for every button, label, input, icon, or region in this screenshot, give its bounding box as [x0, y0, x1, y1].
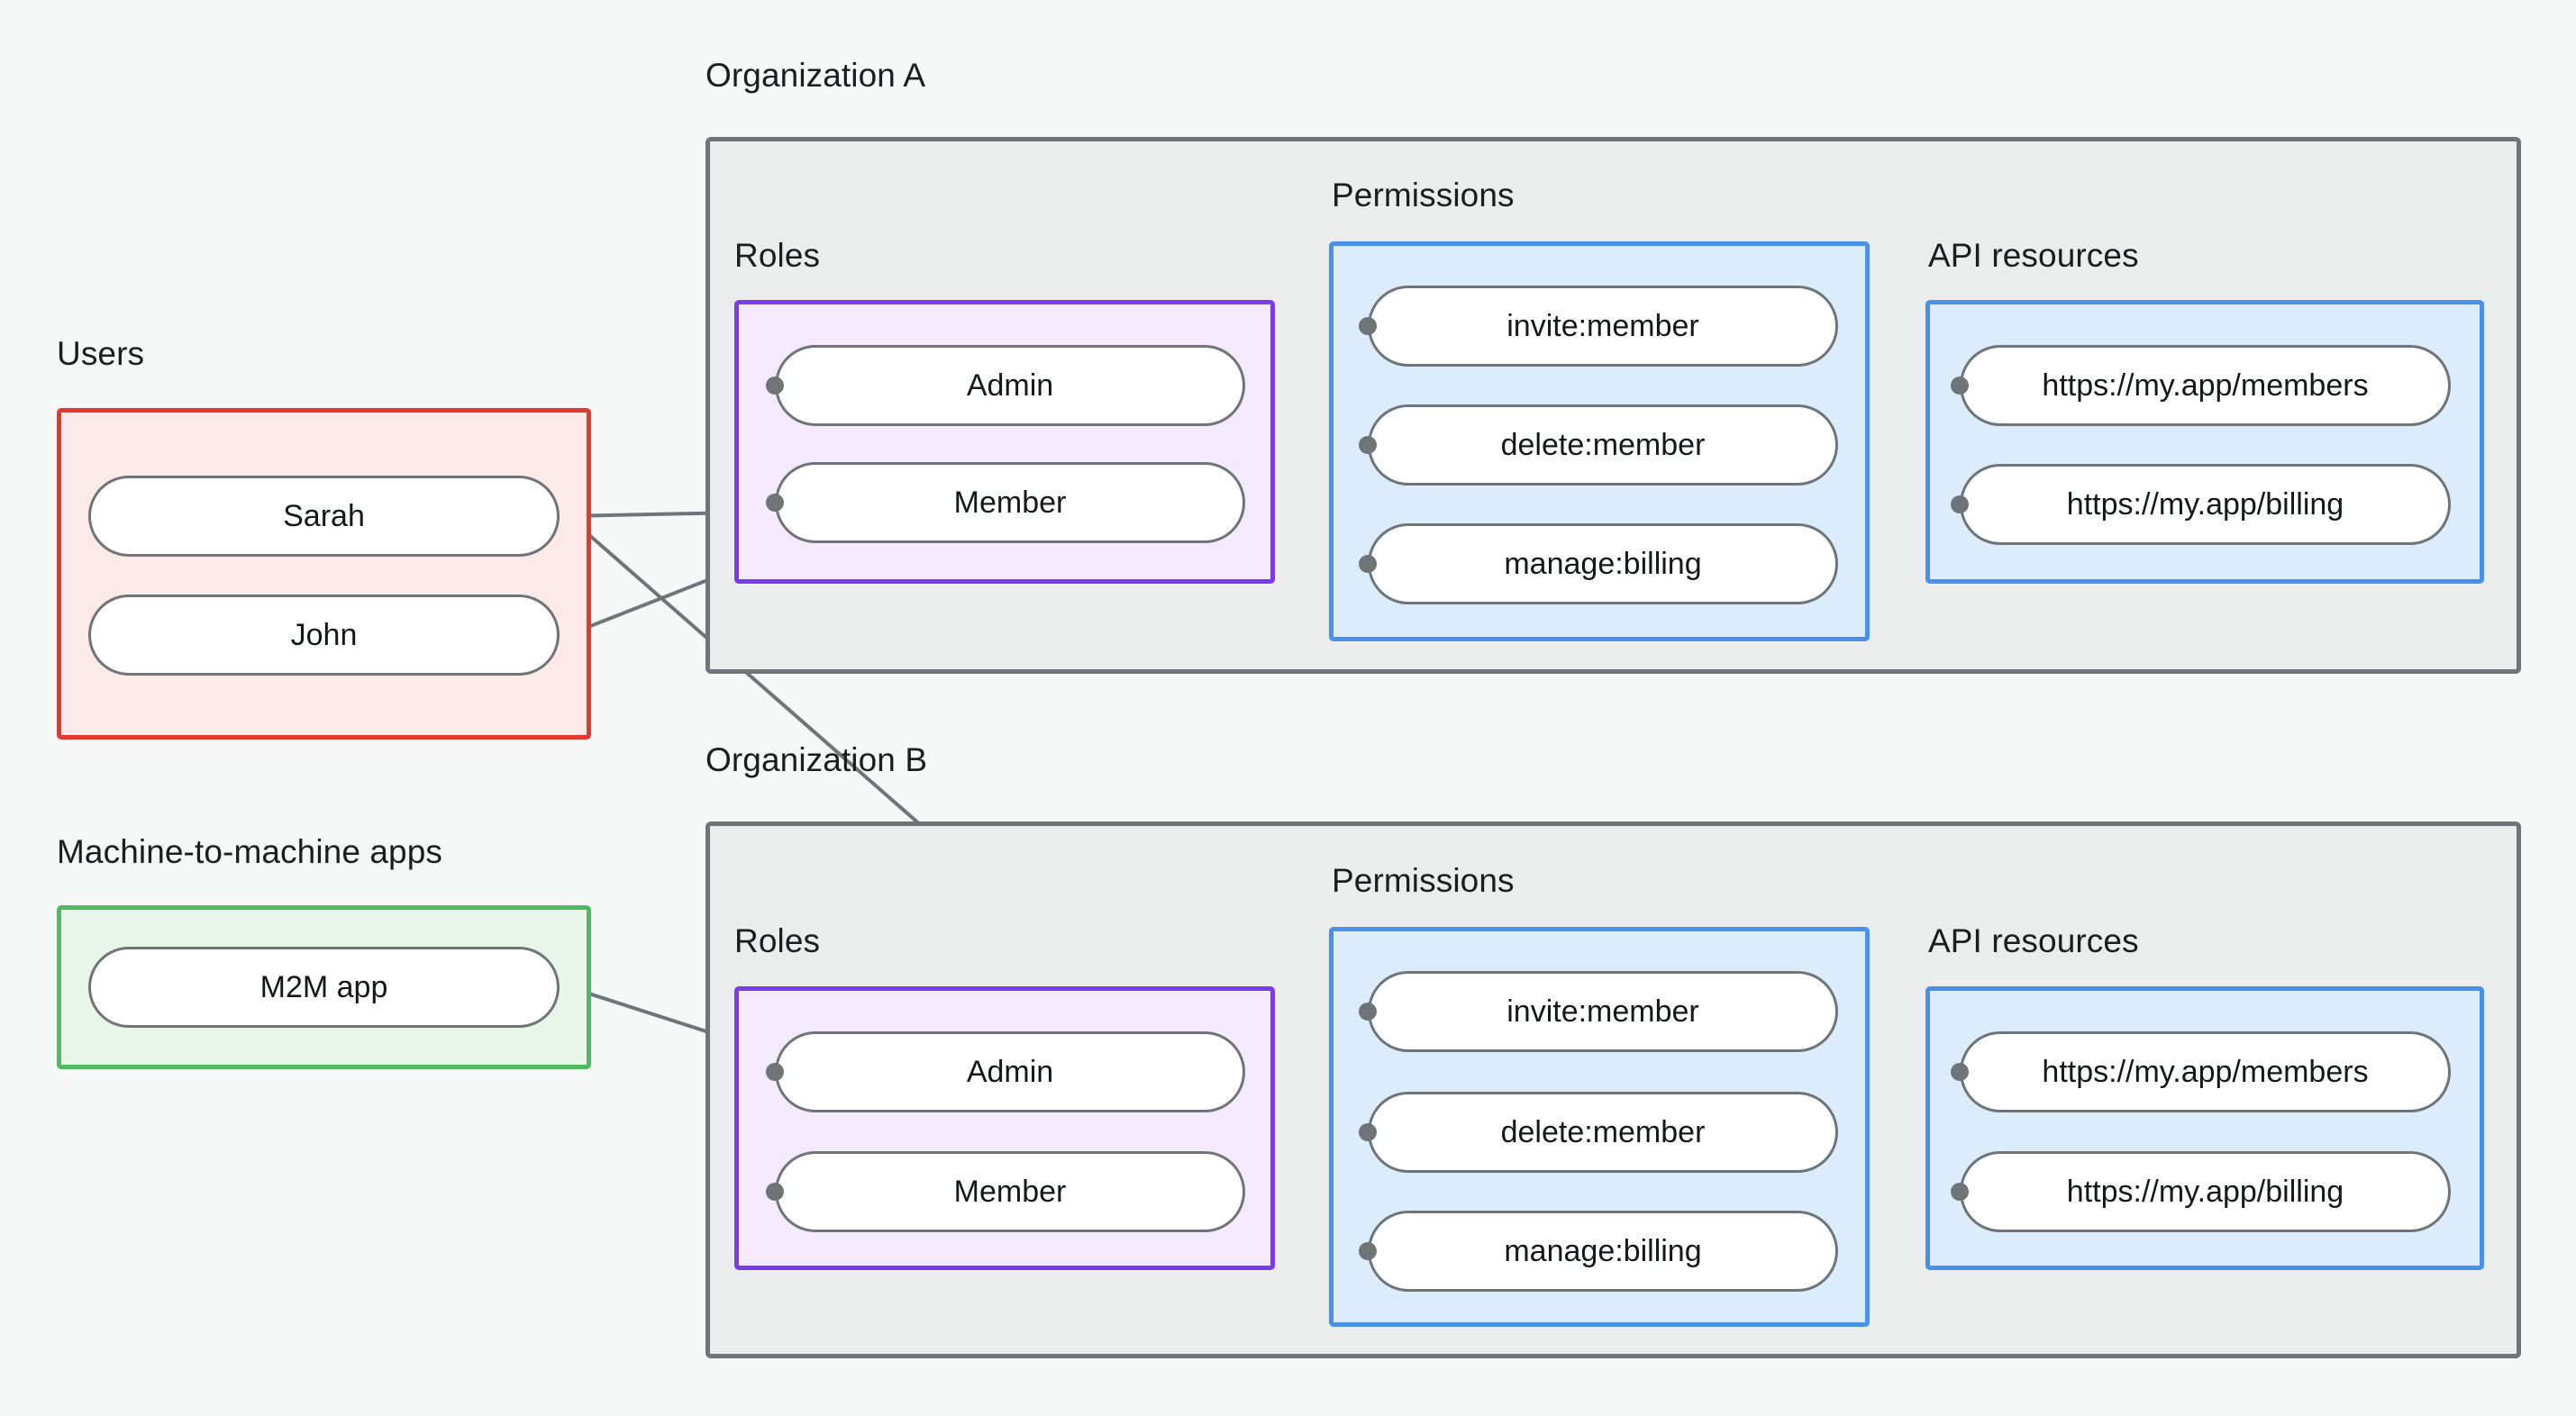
organization-b-permission-pill-invite-member[interactable]: invite:member	[1368, 971, 1838, 1052]
organization-a-permission-pill-delete-member[interactable]: delete:member	[1368, 404, 1838, 486]
organization-b-api-pill-members[interactable]: https://my.app/members	[1960, 1031, 2451, 1112]
organization-a-manage-billing-in-dot	[1359, 555, 1377, 573]
organization-b-admin-in-dot	[766, 1063, 784, 1081]
organization-b-permission-pill-manage-billing[interactable]: manage:billing	[1368, 1211, 1838, 1292]
organization-a-permissions-caption: Permissions	[1332, 177, 1515, 213]
organization-b-member-in-dot	[766, 1183, 784, 1201]
organization-a-caption: Organization A	[705, 57, 926, 94]
organization-a-api-members-in-dot	[1951, 377, 1969, 395]
organization-b-delete-member-in-dot	[1359, 1123, 1377, 1141]
organization-a-roles-caption: Roles	[734, 237, 821, 274]
organization-b-permissions-caption: Permissions	[1332, 862, 1515, 899]
organization-a-permission-pill-invite-member[interactable]: invite:member	[1368, 286, 1838, 367]
m2m-caption: Machine-to-machine apps	[57, 833, 443, 870]
user-pill-sarah[interactable]: Sarah	[88, 476, 560, 557]
organization-a-api-pill-billing[interactable]: https://my.app/billing	[1960, 464, 2451, 545]
organization-a-delete-member-in-dot	[1359, 436, 1377, 454]
organization-b-api-pill-billing[interactable]: https://my.app/billing	[1960, 1151, 2451, 1232]
organization-a-admin-in-dot	[766, 377, 784, 395]
organization-a-api-billing-in-dot	[1951, 495, 1969, 513]
organization-b-caption: Organization B	[705, 741, 928, 778]
m2m-pill-app[interactable]: M2M app	[88, 947, 560, 1028]
organization-a-api-pill-members[interactable]: https://my.app/members	[1960, 345, 2451, 426]
organization-b-roles-caption: Roles	[734, 922, 821, 959]
organization-a-api-resources-caption: API resources	[1928, 237, 2139, 274]
users-group-box	[57, 408, 591, 740]
organization-a-role-pill-admin[interactable]: Admin	[775, 345, 1245, 426]
organization-b-api-members-in-dot	[1951, 1063, 1969, 1081]
organization-b-api-resources-caption: API resources	[1928, 922, 2139, 959]
users-caption: Users	[57, 335, 145, 372]
organization-a-invite-member-in-dot	[1359, 317, 1377, 335]
organization-b-role-pill-admin[interactable]: Admin	[775, 1031, 1245, 1112]
organization-a-member-in-dot	[766, 494, 784, 512]
user-pill-john[interactable]: John	[88, 595, 560, 676]
organization-b-permission-pill-delete-member[interactable]: delete:member	[1368, 1092, 1838, 1173]
organization-b-invite-member-in-dot	[1359, 1003, 1377, 1021]
organization-a-permission-pill-manage-billing[interactable]: manage:billing	[1368, 523, 1838, 604]
organization-b-api-billing-in-dot	[1951, 1183, 1969, 1201]
organization-b-role-pill-member[interactable]: Member	[775, 1151, 1245, 1232]
organization-a-role-pill-member[interactable]: Member	[775, 462, 1245, 543]
organization-b-manage-billing-in-dot	[1359, 1242, 1377, 1260]
